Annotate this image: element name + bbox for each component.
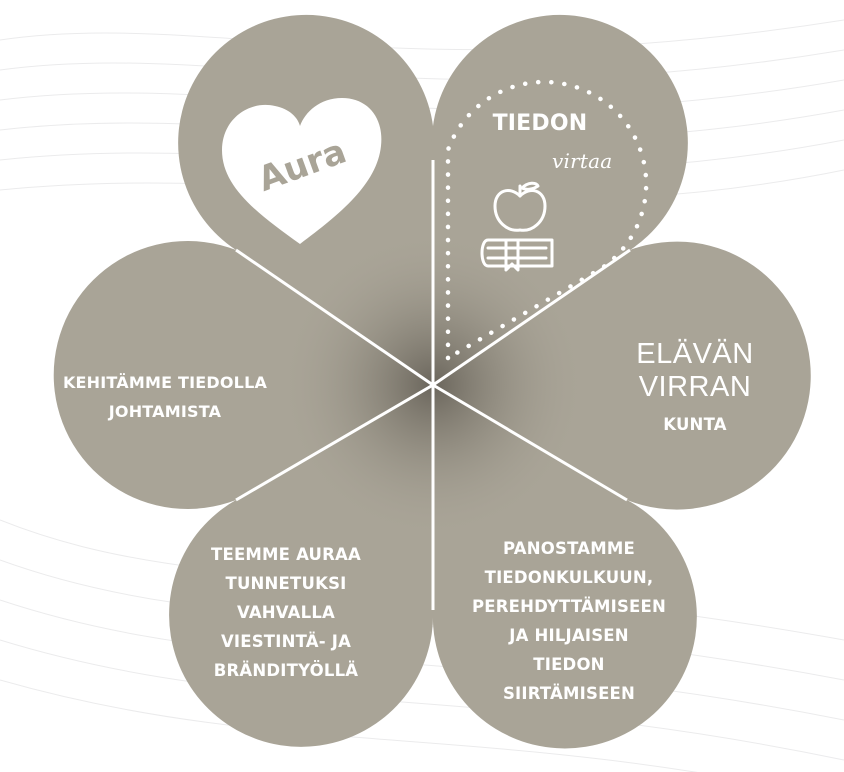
bl-line-3: VAHVALLA [236, 603, 336, 622]
left-line-2: JOHTAMISTA [108, 402, 222, 421]
virran-line: VIRRAN [638, 371, 752, 403]
bl-line-2: TUNNETUKSI [225, 574, 347, 593]
virtaa-subtitle: virtaa [552, 149, 613, 173]
petal-top-right-title: TIEDON [490, 104, 590, 144]
petal-dividers [235, 160, 631, 610]
br-line-6: SIIRTÄMISEEN [502, 684, 636, 703]
br-line-5: TIEDON [533, 655, 605, 674]
elavan-line: ELÄVÄN [636, 338, 754, 370]
petal-bottom-left-text: TEEMME AURAA TUNNETUKSI VAHVALLA VIESTIN… [186, 540, 386, 685]
kunta-line: KUNTA [663, 415, 727, 434]
bl-line-1: TEEMME AURAA [211, 545, 361, 564]
petal-left-text: KEHITÄMME TIEDOLLA JOHTAMISTA [30, 368, 300, 426]
tiedon-title: TIEDON [492, 111, 588, 136]
bl-line-4: VIESTINTÄ- JA [220, 632, 352, 651]
bl-line-5: BRÄNDITYÖLLÄ [213, 661, 359, 680]
br-line-1: PANOSTAMME [503, 539, 635, 558]
left-line-1: KEHITÄMME TIEDOLLA [62, 373, 268, 392]
br-line-3: PEREHDYTTÄMISEEN [472, 597, 666, 616]
heart-icon: Aura [222, 98, 382, 244]
dotted-outline [445, 79, 649, 362]
petal-bottom-right-text: PANOSTAMME TIEDONKULKUUN, PEREHDYTTÄMISE… [444, 534, 694, 708]
petal-right-text: ELÄVÄN VIRRAN KUNTA [620, 338, 770, 439]
apple-on-book-icon [480, 181, 554, 272]
br-line-4: JA HILJAISEN [509, 626, 629, 645]
br-line-2: TIEDONKULKUUN, [484, 568, 654, 587]
